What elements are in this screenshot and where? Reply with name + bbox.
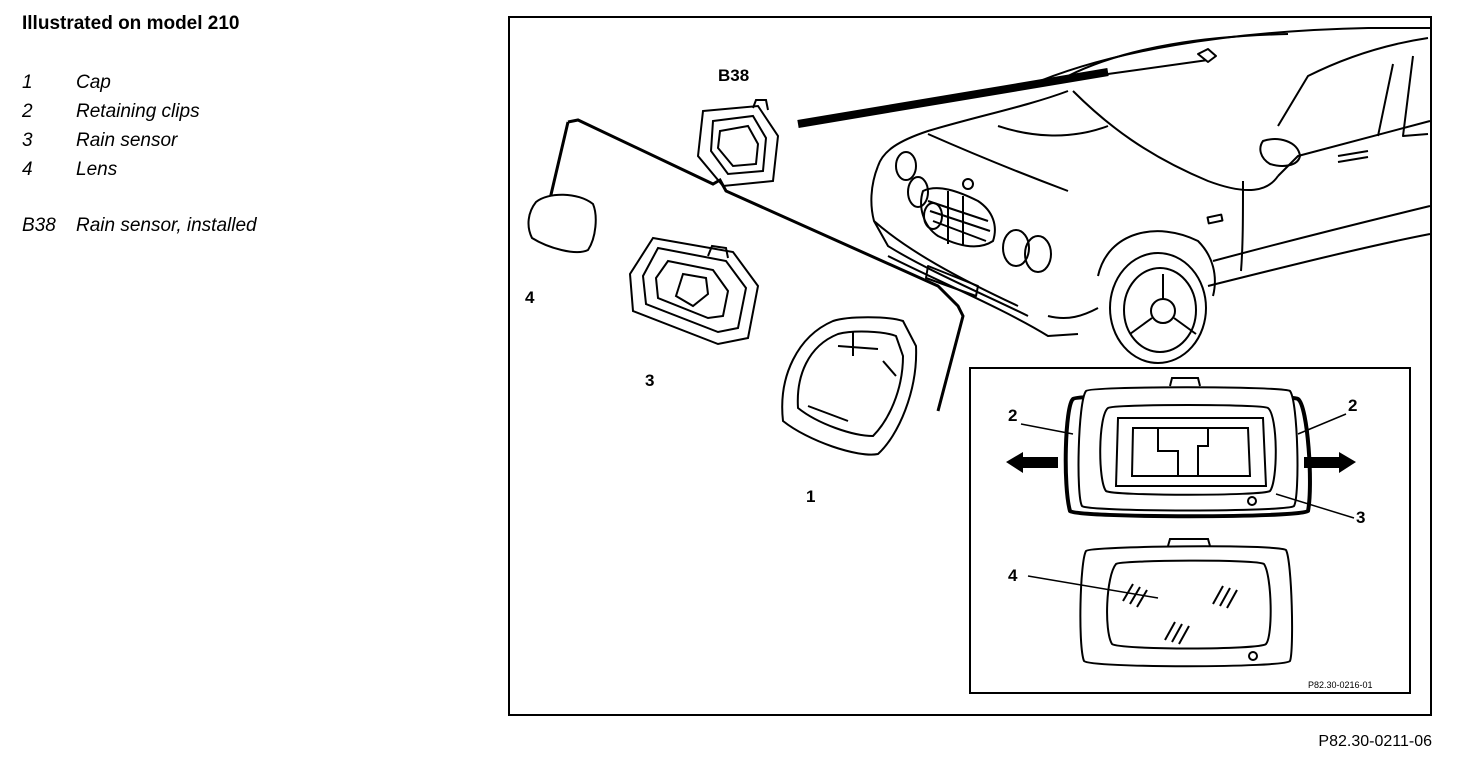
label-part-4: 4 bbox=[525, 288, 535, 307]
leader-line bbox=[1297, 413, 1347, 435]
legend-number: 2 bbox=[22, 101, 33, 122]
legend-item-b38: B38 Rain sensor, installed bbox=[22, 211, 442, 240]
lens-part bbox=[527, 193, 597, 254]
installation-arrow bbox=[797, 68, 1109, 128]
inset-detail: 2 2 3 4 P82.30-0216-01 bbox=[969, 367, 1411, 694]
legend: 1 Cap 2 Retaining clips 3 Rain sensor 4 … bbox=[22, 68, 442, 240]
inset-label-3: 3 bbox=[1356, 508, 1365, 527]
leader-line bbox=[1020, 423, 1074, 435]
figure-reference-code: P82.30-0211-06 bbox=[1318, 733, 1432, 750]
label-b38: B38 bbox=[718, 66, 749, 85]
inset-label-4: 4 bbox=[1008, 566, 1018, 585]
legend-number: 4 bbox=[22, 159, 33, 180]
label-part-1: 1 bbox=[806, 487, 815, 506]
legend-number: 3 bbox=[22, 130, 33, 151]
leader-line bbox=[1275, 493, 1355, 519]
legend-item: 1 Cap bbox=[22, 68, 442, 97]
legend-text: Rain sensor bbox=[76, 130, 178, 151]
leader-line bbox=[1027, 575, 1159, 599]
legend-text: Lens bbox=[76, 159, 118, 180]
b38-detail bbox=[696, 99, 780, 188]
legend-item: 4 Lens bbox=[22, 155, 442, 184]
legend-item: 2 Retaining clips bbox=[22, 97, 442, 126]
legend-text: Retaining clips bbox=[76, 101, 200, 122]
legend-text: Rain sensor, installed bbox=[76, 215, 257, 236]
inset-code: P82.30-0216-01 bbox=[1308, 680, 1373, 690]
rain-sensor-part bbox=[628, 236, 760, 346]
diagram-svg: B38 1 3 4 bbox=[508, 16, 1432, 716]
legend-number: 1 bbox=[22, 72, 33, 93]
legend-text: Cap bbox=[76, 72, 111, 93]
legend-number: B38 bbox=[22, 215, 56, 236]
legend-item: 3 Rain sensor bbox=[22, 126, 442, 155]
inset-lens bbox=[1079, 538, 1294, 668]
car-illustration bbox=[870, 27, 1431, 364]
arrow-left-icon bbox=[1006, 452, 1058, 473]
cap-part bbox=[781, 316, 918, 456]
diagram-figure: B38 1 3 4 bbox=[508, 16, 1432, 716]
page-title: Illustrated on model 210 bbox=[22, 13, 240, 34]
inset-label-2-left: 2 bbox=[1008, 406, 1017, 425]
inset-sensor bbox=[1063, 377, 1312, 519]
label-part-3: 3 bbox=[645, 371, 654, 390]
inset-label-2-right: 2 bbox=[1348, 396, 1357, 415]
arrow-right-icon bbox=[1304, 452, 1356, 473]
